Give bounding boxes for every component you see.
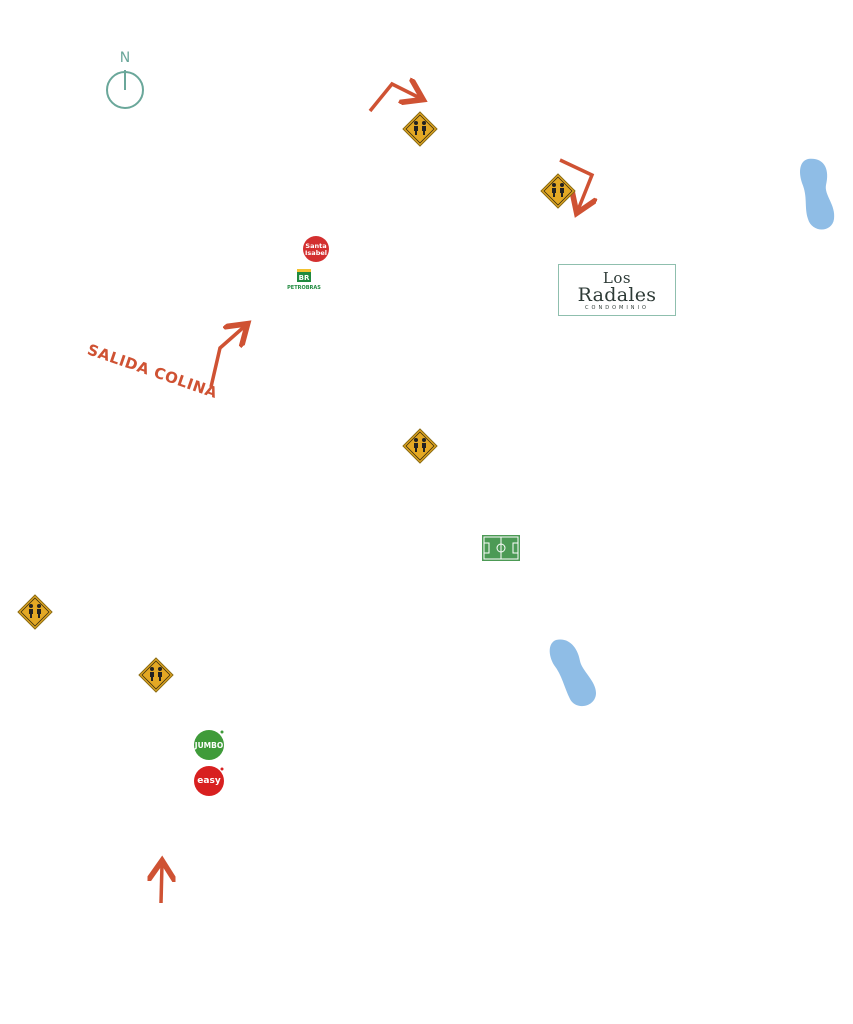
compass-north-label: N	[119, 50, 131, 66]
svg-text:easy: easy	[197, 776, 221, 786]
santa-isabel-logo: Santa Isabel	[303, 236, 329, 262]
soccer-field-icon	[482, 535, 520, 561]
direction-arrow-icon	[209, 326, 245, 388]
easy-logo: easy	[194, 766, 224, 796]
logo-line-2: Radales	[577, 284, 657, 306]
direction-arrow-icon	[368, 84, 420, 113]
logo-subtitle: CONDOMINIO	[585, 305, 649, 311]
los-radales-logo: Los Radales CONDOMINIO	[558, 264, 676, 316]
school-crossing-sign-icon	[138, 657, 174, 693]
svg-text:BR: BR	[299, 274, 310, 282]
svg-text:JUMBO: JUMBO	[194, 741, 223, 750]
water-drop-icon	[800, 158, 835, 230]
svg-text:Isabel: Isabel	[305, 249, 327, 257]
svg-text:PETROBRAS: PETROBRAS	[287, 285, 321, 291]
petrobras-logo: BR PETROBRAS	[287, 269, 321, 291]
direction-arrow-icon	[161, 864, 162, 904]
school-crossing-sign-icon	[17, 594, 53, 630]
school-crossing-sign-icon	[402, 428, 438, 464]
svg-text:Santa: Santa	[305, 242, 326, 250]
school-crossing-sign-icon	[402, 111, 438, 147]
logo-line-1: Los	[602, 269, 632, 287]
jumbo-logo: JUMBO	[194, 730, 224, 760]
school-crossing-sign-icon	[540, 173, 576, 209]
compass-icon	[106, 70, 144, 109]
water-drop-icon	[549, 639, 596, 707]
direction-arrow-icon	[559, 158, 592, 210]
